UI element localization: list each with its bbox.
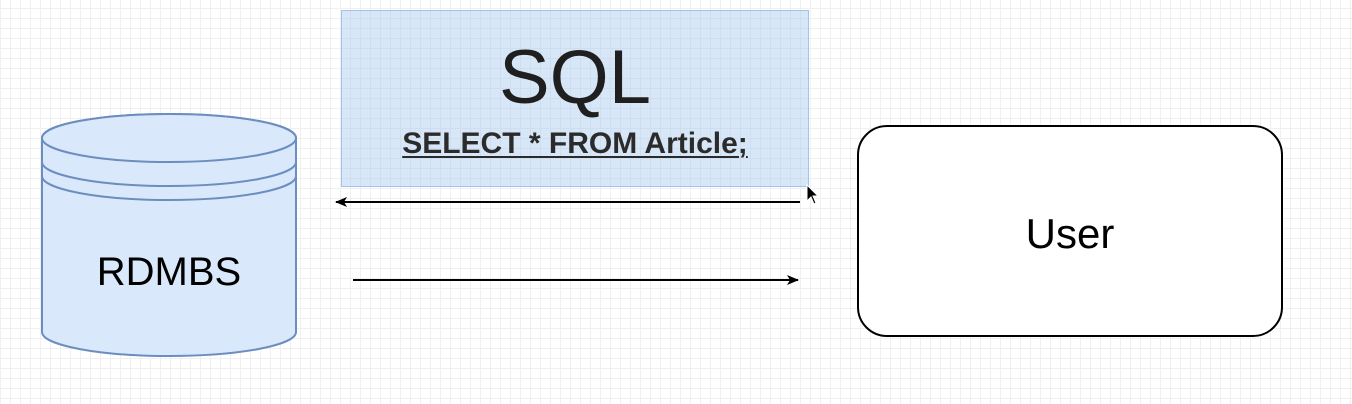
- sql-title: SQL: [498, 35, 652, 120]
- user-label: User: [1025, 210, 1115, 257]
- cylinder-ring-1: [41, 161, 297, 187]
- database-label: RDMBS: [96, 250, 242, 294]
- cylinder-ring-2: [41, 175, 297, 201]
- cylinder-top: [41, 113, 297, 163]
- mouse-cursor-icon: [806, 184, 820, 205]
- sql-selection-box[interactable]: [341, 10, 809, 187]
- user-box[interactable]: [857, 125, 1283, 337]
- sql-query-text: SELECT * FROM Article;: [402, 127, 748, 160]
- database-cylinder[interactable]: [41, 113, 297, 357]
